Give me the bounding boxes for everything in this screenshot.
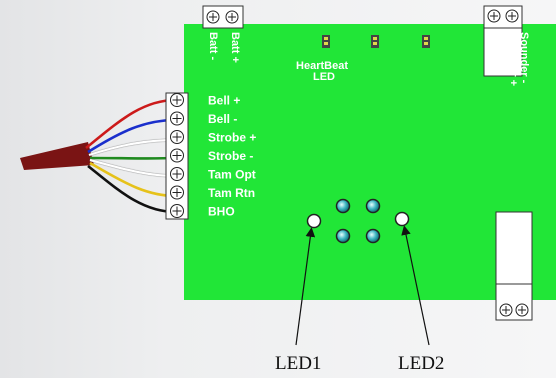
wire-tam-opt bbox=[89, 158, 177, 178]
sounder-terminal bbox=[483, 5, 523, 29]
led2-callout-arrow bbox=[401, 225, 430, 346]
screw-icon bbox=[225, 10, 239, 24]
sounder-terminal-body bbox=[483, 27, 523, 77]
screw-icon bbox=[499, 303, 513, 317]
pin-label: Bell - bbox=[208, 112, 237, 126]
led1-callout-arrow bbox=[295, 227, 316, 346]
screw-icon bbox=[170, 130, 184, 144]
screw-icon bbox=[170, 185, 184, 200]
led-indicator bbox=[365, 228, 381, 244]
screw-icon bbox=[515, 303, 529, 317]
pin-label: Strobe + bbox=[208, 131, 256, 145]
led1-indicator bbox=[306, 213, 322, 229]
cable-jacket bbox=[20, 142, 94, 170]
wire-bundle bbox=[20, 98, 177, 214]
led-indicator bbox=[365, 198, 381, 214]
screw-icon bbox=[170, 167, 184, 181]
led-indicator bbox=[335, 228, 351, 244]
pin-label: Bell + bbox=[208, 94, 240, 108]
sounder-plus-label: Sounder + bbox=[507, 32, 519, 86]
ex-tamper-terminal bbox=[495, 283, 533, 321]
screw-icon bbox=[170, 204, 184, 218]
battery-terminal bbox=[202, 5, 244, 29]
heartbeat-led-indicators bbox=[322, 35, 430, 48]
batt-minus-label: Batt - bbox=[207, 32, 219, 60]
led1-callout-label: LED1 bbox=[275, 353, 321, 374]
led2-indicator bbox=[394, 211, 410, 227]
batt-plus-label: Batt + bbox=[229, 32, 241, 63]
screw-icon bbox=[505, 9, 519, 23]
pin-label: Tam Rtn bbox=[208, 186, 255, 200]
screw-icon bbox=[170, 148, 184, 163]
ex-tamper-terminal-body bbox=[495, 211, 533, 285]
led-indicator bbox=[335, 198, 351, 214]
pin-label: Tam Opt bbox=[208, 168, 256, 182]
pin-label: Strobe - bbox=[208, 149, 253, 163]
sounder-minus-label: Sounder - bbox=[518, 32, 530, 84]
ex-tamp-plus-label: Ex Tamp + bbox=[515, 229, 527, 284]
wire-bho bbox=[87, 164, 177, 214]
led-cluster bbox=[306, 198, 410, 244]
screw-icon bbox=[206, 10, 220, 24]
screw-icon bbox=[487, 9, 501, 23]
screw-icon bbox=[170, 111, 184, 126]
main-terminal-block bbox=[165, 92, 189, 220]
heartbeat-label-line1: HeartBeat bbox=[296, 60, 348, 72]
screw-icon bbox=[170, 93, 184, 107]
ex-tamp-minus-label: Ex Tamp - bbox=[502, 232, 514, 284]
heartbeat-label-line2: LED bbox=[313, 71, 335, 83]
led2-callout-label: LED2 bbox=[398, 353, 444, 374]
pin-label: BHO bbox=[208, 205, 235, 219]
